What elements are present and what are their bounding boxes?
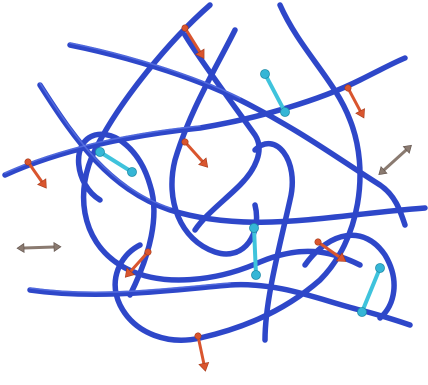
polymer-chain [185,35,259,230]
free-molecule [17,242,61,253]
dangling-end [179,136,211,170]
free-molecule [376,142,415,178]
polymer-chain [5,58,405,175]
polymer-chain [30,285,410,325]
dangling-ends [22,23,368,373]
crosslink [250,224,261,280]
crosslink [358,264,385,317]
polymer-chains [5,5,425,340]
dangling-end [179,23,208,62]
